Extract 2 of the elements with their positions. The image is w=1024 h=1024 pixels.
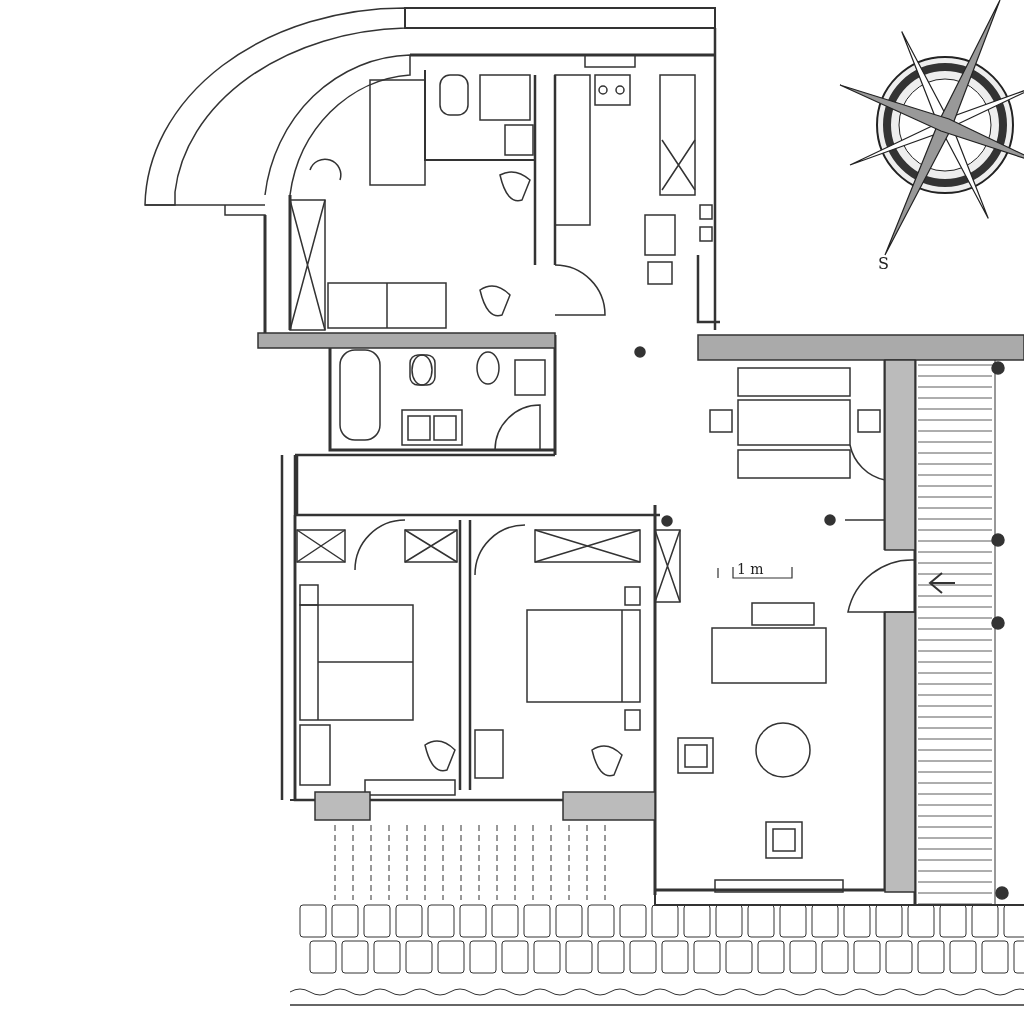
compass-direction-label: S <box>878 256 889 272</box>
scale-label: 1 m <box>737 562 764 576</box>
